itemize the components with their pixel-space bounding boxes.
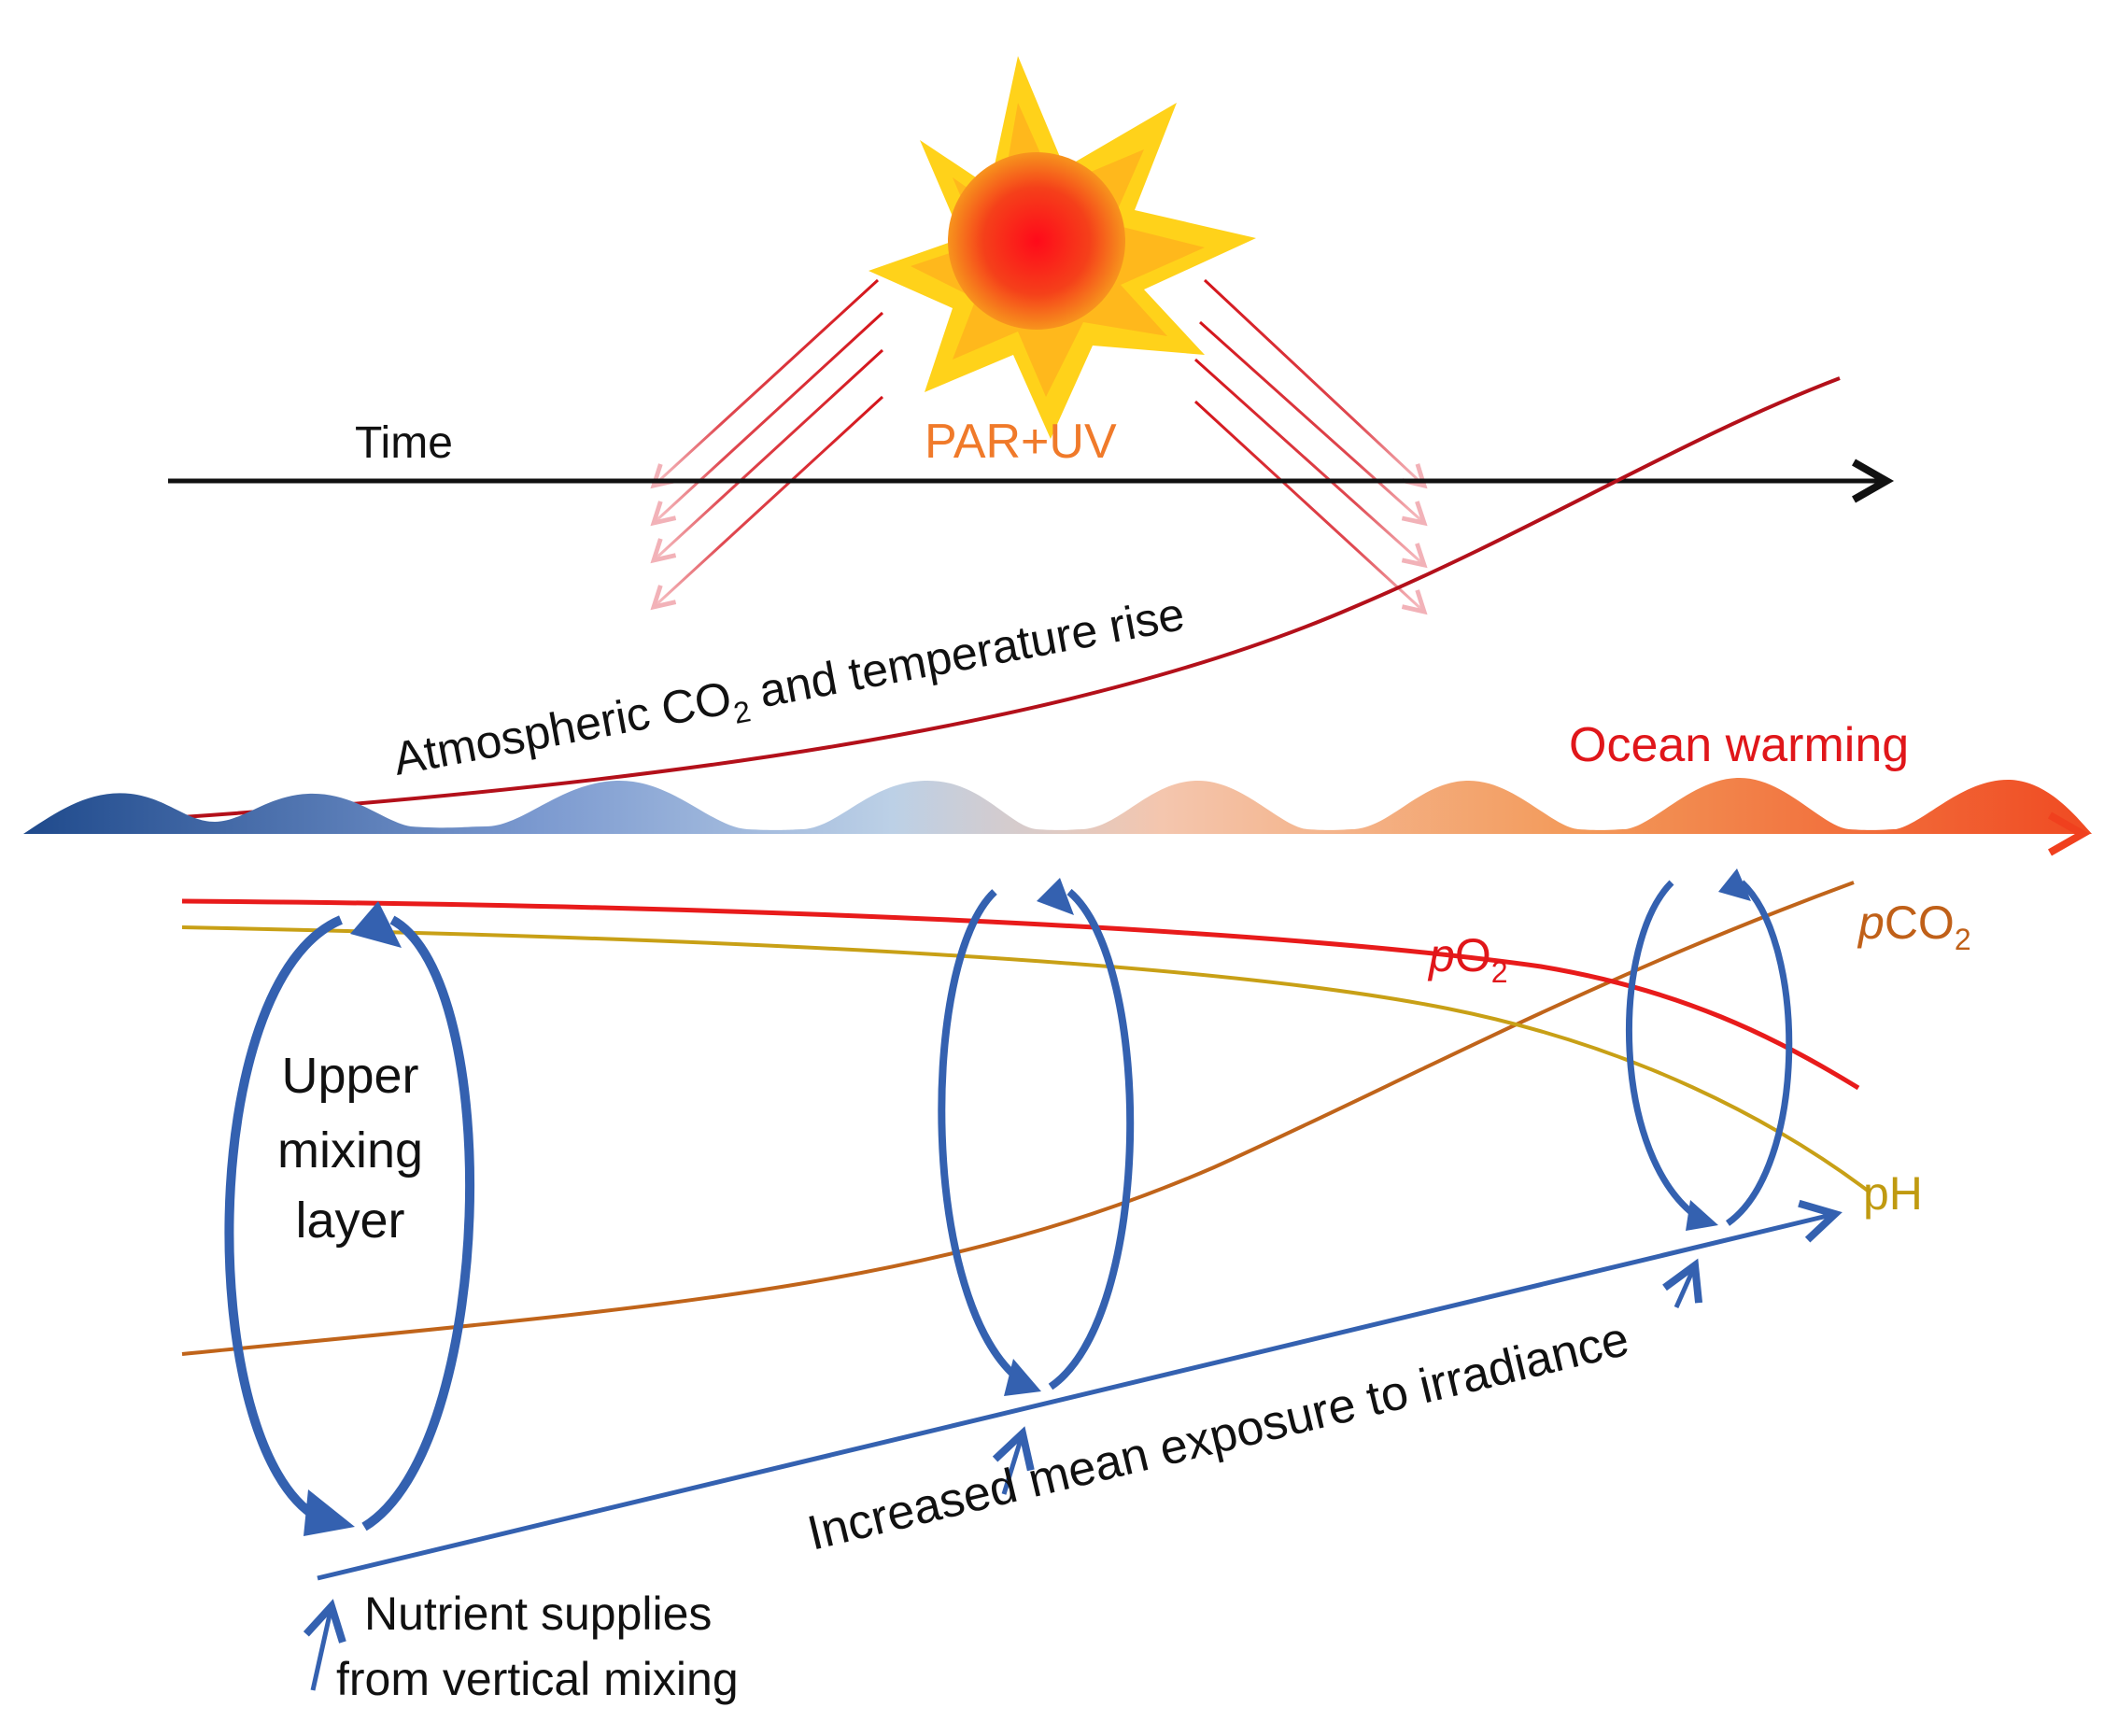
irradiance-arrow xyxy=(317,1199,1843,1581)
pco2-sub: 2 xyxy=(1955,923,1971,956)
sun-core xyxy=(948,152,1125,330)
co2-label-rest: and temperature rise xyxy=(742,587,1188,720)
pco2-main: CO xyxy=(1885,896,1955,949)
nutrient-label: Nutrient supplies from vertical mixing xyxy=(336,1588,739,1705)
po2-italic: p xyxy=(1427,929,1455,981)
time-label: Time xyxy=(355,418,453,468)
sun-icon xyxy=(868,56,1256,439)
pco2-label: pCO2 xyxy=(1857,896,1971,956)
po2-label: pO2 xyxy=(1427,929,1508,989)
upper-mixing-line-2: mixing xyxy=(277,1122,423,1179)
par-uv-label: PAR+UV xyxy=(925,415,1117,469)
mixing-loop-medium xyxy=(938,878,1135,1396)
nutrient-line-2: from vertical mixing xyxy=(336,1653,739,1705)
upper-mixing-line-1: Upper xyxy=(281,1048,418,1104)
upper-mixing-loop-large xyxy=(224,901,475,1536)
nutrient-line-1: Nutrient supplies xyxy=(364,1588,712,1640)
po2-main: O xyxy=(1455,929,1491,981)
right-rays xyxy=(1193,278,1428,615)
co2-temperature-curve xyxy=(181,376,1841,819)
pco2-curve xyxy=(181,881,1855,1356)
irradiance-label: Increased mean exposure to irradiance xyxy=(802,1312,1633,1561)
pco2-italic: p xyxy=(1857,896,1885,949)
co2-temperature-label: Atmospheric CO2 and temperature rise xyxy=(389,587,1190,793)
upper-mixing-layer-label: Upper mixing layer xyxy=(277,1048,423,1249)
po2-sub: 2 xyxy=(1491,955,1508,989)
ocean-warming-label: Ocean warming xyxy=(1569,718,1909,772)
upper-mixing-line-3: layer xyxy=(295,1193,404,1249)
po2-curve xyxy=(181,898,1860,1091)
left-rays xyxy=(650,278,884,611)
ph-curve xyxy=(181,925,1870,1193)
ph-label: pH xyxy=(1863,1167,1923,1220)
ocean-waves xyxy=(23,777,2092,834)
nutrient-arrows xyxy=(303,1258,1703,1691)
mixing-loop-small xyxy=(1626,868,1793,1231)
